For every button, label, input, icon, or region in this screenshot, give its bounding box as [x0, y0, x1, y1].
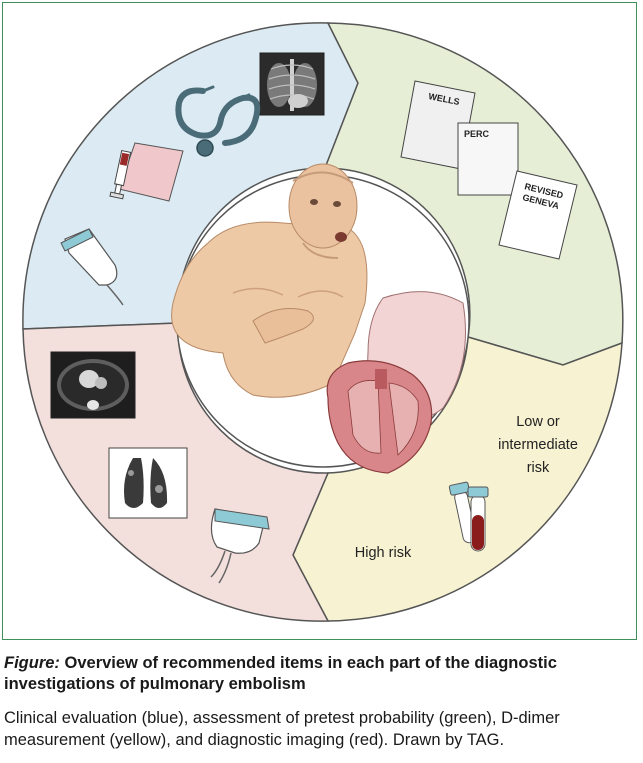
blood-tube-icon — [448, 481, 489, 552]
diagnostic-cycle-diagram: WELLS PERC REVISED GENEVA Low or interme… — [22, 22, 624, 622]
questionnaire-form-revised-geneva: REVISED GENEVA — [498, 170, 578, 260]
stethoscope-icon — [175, 85, 261, 157]
risk-label-low-1: Low or — [516, 414, 560, 430]
lung-scan-image — [108, 447, 188, 519]
heart-cross-section-illustration — [326, 291, 466, 474]
questionnaire-form-wells: WELLS — [400, 80, 476, 170]
caption-title-text: Overview of recommended items in each pa… — [4, 654, 557, 693]
questionnaire-form-perc: PERC — [457, 122, 519, 196]
patient-illustration — [171, 163, 368, 398]
risk-label-low-3: risk — [527, 460, 550, 476]
ultrasound-probe-icon — [60, 228, 124, 306]
syringe-icon — [109, 149, 132, 200]
figure-caption-body: Clinical evaluation (blue), assessment o… — [4, 709, 560, 749]
echocardiography-probe-icon — [210, 508, 270, 584]
form-label-perc: PERC — [464, 129, 490, 139]
caption-lead: Figure: — [4, 654, 60, 672]
figure-frame: WELLS PERC REVISED GENEVA Low or interme… — [2, 2, 637, 640]
risk-label-low-2: intermediate — [498, 437, 578, 453]
risk-label-high: High risk — [355, 545, 412, 561]
chest-xray-image — [259, 52, 325, 116]
figure-caption-title: Figure: Overview of recommended items in… — [4, 653, 634, 695]
ct-scan-image — [50, 351, 136, 419]
sector-d-dimer — [292, 336, 623, 622]
